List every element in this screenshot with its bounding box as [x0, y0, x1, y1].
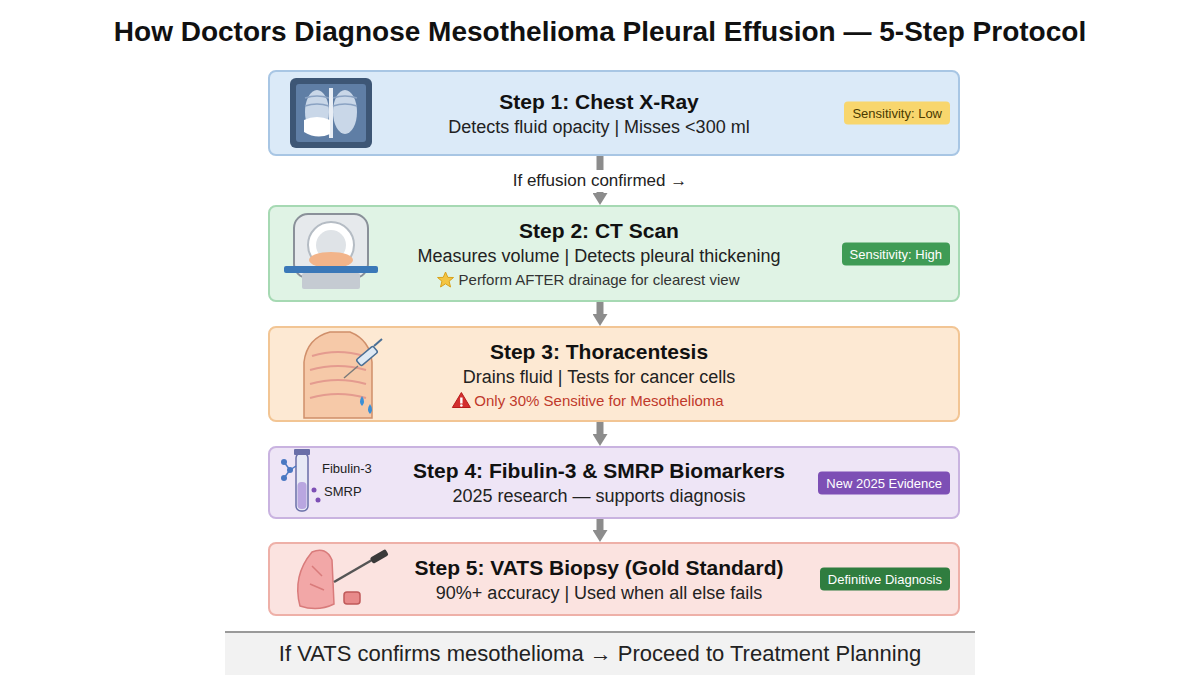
step-title: Step 2: CT Scan	[519, 217, 679, 244]
vial-liquid	[298, 482, 307, 509]
thoracentesis-icon	[304, 332, 382, 418]
badge-text: Sensitivity: High	[850, 245, 942, 262]
xray-frame	[290, 78, 372, 148]
step-description: 2025 research — supports diagnosis	[452, 484, 745, 508]
molecule-atom	[281, 475, 287, 481]
diagnosis-badge: Definitive Diagnosis	[820, 568, 950, 591]
fluid-drop	[360, 396, 364, 406]
fluid-opacity	[304, 117, 330, 137]
vial-cap	[294, 449, 310, 455]
scanner-gantry	[294, 214, 368, 278]
vats-biopsy-icon	[298, 549, 389, 609]
step-box: Sensitivity: Low Step 1: Chest X-RayDetec…	[268, 70, 960, 156]
conclusion-text: If VATS confirms mesothelioma → Proceed …	[279, 640, 921, 668]
patient	[309, 252, 353, 268]
edge-label: If effusion confirmed →	[507, 170, 694, 192]
vial	[296, 453, 308, 511]
lung-right	[333, 90, 357, 134]
warning-note: Only 30% Sensitive for Mesothelioma	[474, 391, 723, 411]
scanner-ring	[308, 222, 354, 268]
instrument-handle	[370, 549, 389, 564]
thoracoscope	[334, 560, 372, 582]
star-symbol	[438, 272, 454, 287]
step-title: Step 5: VATS Biopsy (Gold Standard)	[414, 554, 783, 581]
ct-scanner-icon	[284, 214, 378, 289]
molecule-bond	[284, 462, 296, 478]
xray-film	[296, 84, 366, 142]
scanner-bed	[284, 266, 378, 273]
scanner-base	[302, 273, 360, 289]
step-box: New 2025 Evidence Step 4: Fibulin-3 & SMR…	[268, 446, 960, 519]
sensitivity-badge: Sensitivity: High	[842, 242, 950, 265]
spine	[329, 88, 333, 138]
badge-text: Sensitivity: Low	[852, 105, 942, 122]
molecule-atom	[281, 459, 287, 465]
flow-arrow	[597, 302, 604, 314]
ribs	[305, 96, 357, 106]
step-title: Step 1: Chest X-Ray	[499, 88, 699, 115]
conclusion-band: If VATS confirms mesothelioma → Proceed …	[225, 631, 975, 675]
fluid-drop	[368, 404, 372, 414]
warning-bar	[460, 398, 462, 404]
step-note: Perform AFTER drainage for clearest view	[459, 270, 740, 290]
tissue-sample	[344, 592, 360, 604]
syringe-plunger	[374, 339, 382, 346]
xray-icon	[290, 78, 372, 148]
step-box: Sensitivity: High Step 2: CT ScanMeasures…	[268, 205, 960, 302]
evidence-badge: New 2025 Evidence	[818, 471, 950, 494]
step-description: Detects fluid opacity | Misses <300 ml	[448, 115, 749, 139]
step-description: 90%+ accuracy | Used when all else fails	[436, 581, 762, 605]
step-box: Step 3: ThoracentesisDrains fluid | Test…	[268, 326, 960, 422]
flow-arrow	[597, 422, 604, 434]
badge-text: New 2025 Evidence	[826, 474, 942, 491]
connector-layer	[600, 156, 601, 530]
warning-triangle	[452, 393, 470, 408]
molecule-atom	[287, 467, 293, 473]
step-title: Step 3: Thoracentesis	[490, 338, 708, 365]
badge-text: Definitive Diagnosis	[828, 571, 942, 588]
molecule-atom	[316, 498, 321, 503]
warning-symbol	[452, 393, 470, 408]
scanner-bore	[316, 230, 346, 260]
lung	[298, 550, 334, 608]
step-description: Measures volume | Detects pleural thicke…	[418, 244, 781, 268]
needle	[344, 366, 358, 378]
syringe-barrel	[356, 346, 378, 366]
biomarker-icon	[281, 449, 321, 511]
step-title: Step 4: Fibulin-3 & SMRP Biomarkers	[413, 457, 785, 484]
diagram-title: How Doctors Diagnose Mesothelioma Pleura…	[0, 12, 1200, 52]
warning-dot	[460, 404, 463, 407]
sensitivity-badge: Sensitivity: Low	[844, 102, 950, 125]
ribs	[310, 352, 366, 398]
step-box: Definitive Diagnosis Step 5: VATS Biopsy …	[268, 542, 960, 616]
molecule-atom	[312, 488, 317, 493]
step-description: Drains fluid | Tests for cancer cells	[463, 365, 735, 389]
star-shape	[438, 272, 454, 287]
flow-arrow	[597, 519, 604, 530]
flow-arrow	[597, 156, 604, 193]
lung-left	[305, 90, 329, 134]
lung-bronchi	[310, 566, 324, 590]
torso	[304, 332, 372, 418]
